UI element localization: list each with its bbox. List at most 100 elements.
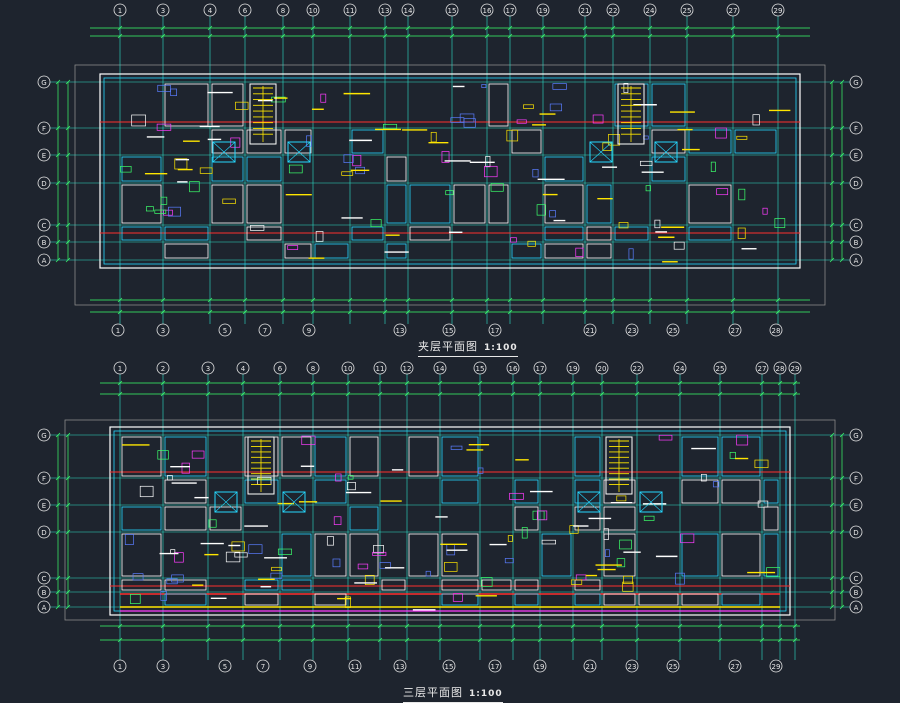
axis-label: 11 [351, 663, 360, 671]
elevator-cross [639, 491, 663, 513]
axis-label: 27 [758, 365, 767, 373]
axis-bubble [37, 498, 51, 512]
dimension-tick [599, 637, 605, 643]
room-partition [586, 243, 612, 259]
dimension-tick [55, 502, 61, 508]
room-partition [688, 184, 732, 224]
fixture [532, 169, 539, 178]
room-partition [638, 593, 679, 606]
room-partition [314, 593, 347, 606]
fixture [277, 548, 292, 555]
fixture [481, 84, 487, 88]
dimension-tick [507, 297, 513, 303]
elevator-cross [287, 141, 311, 163]
room-partition [349, 533, 379, 577]
axis-bubble [303, 659, 317, 673]
dimension-tick [55, 575, 61, 581]
fixture [752, 114, 760, 126]
axis-bubble [37, 148, 51, 162]
room-partition [441, 479, 479, 504]
fixture [154, 209, 167, 214]
room-partition [211, 83, 244, 127]
fixture [131, 114, 146, 127]
dimension-tick [540, 33, 546, 39]
dimension-tick [117, 637, 123, 643]
fixture [607, 134, 621, 146]
fixture [235, 101, 249, 110]
dimension-tick [55, 152, 61, 158]
dimension-tick [829, 432, 835, 438]
dimension-tick [405, 297, 411, 303]
axis-label: F [854, 125, 858, 133]
dimension-tick [839, 257, 845, 263]
dimension-tick [540, 25, 546, 31]
axis-label: E [854, 152, 858, 160]
room-partition [164, 579, 207, 591]
fixture [504, 558, 514, 564]
fixture [623, 575, 633, 584]
room-partition [574, 579, 601, 591]
dimension-tick [277, 623, 283, 629]
dimension-tick [477, 623, 483, 629]
dimension-tick [599, 623, 605, 629]
room-partition [281, 533, 312, 577]
axis-label: 13 [381, 7, 390, 15]
dimension-tick [777, 637, 783, 643]
fixture [484, 165, 498, 178]
dimension-tick [829, 125, 835, 131]
room-partition [514, 593, 539, 606]
dimension-tick [405, 25, 411, 31]
dimension-tick [684, 33, 690, 39]
fixture [425, 570, 431, 577]
room-partition [441, 579, 479, 591]
fixture [332, 558, 341, 568]
room-partition [351, 226, 384, 241]
axis-bubble [849, 600, 863, 614]
dimension-tick [510, 623, 516, 629]
dimension-tick [484, 309, 490, 315]
room-partition [314, 479, 347, 504]
fixture [654, 219, 661, 229]
axis-label: 10 [344, 365, 353, 373]
dimension-tick [345, 391, 351, 397]
axis-bubble [256, 659, 270, 673]
dimension-tick [240, 391, 246, 397]
dimension-tick [65, 239, 71, 245]
room-partition [281, 579, 312, 591]
dimension-tick [160, 297, 166, 303]
fixture [507, 535, 513, 542]
fixture [592, 114, 604, 124]
fixture [270, 572, 283, 579]
room-partition [544, 184, 584, 224]
room-partition [121, 436, 162, 477]
dimension-tick [65, 125, 71, 131]
axis-label: 3 [161, 327, 165, 335]
fixture [536, 204, 546, 216]
fixture [541, 539, 556, 545]
fixture [343, 154, 354, 163]
dimension-tick [570, 623, 576, 629]
axis-label: 19 [539, 7, 548, 15]
axis-bubble [218, 659, 232, 673]
room-partition [586, 226, 612, 241]
room-partition [681, 533, 719, 577]
room-partition [514, 579, 539, 591]
room-partition [763, 506, 779, 531]
axis-bubble [473, 361, 487, 375]
fixture [675, 572, 685, 585]
fixture [445, 190, 454, 196]
room-partition [351, 129, 384, 154]
dimension-tick [829, 575, 835, 581]
fixture [478, 467, 484, 474]
dimension-tick [205, 623, 211, 629]
axis-label: 3 [161, 7, 165, 15]
fixture [222, 198, 236, 204]
fixture [736, 135, 748, 140]
fixture [509, 492, 524, 500]
axis-bubble [533, 659, 547, 673]
exterior-wall-inner [103, 77, 797, 265]
axis-label: A [42, 257, 47, 265]
axis-bubble [238, 3, 252, 17]
dimension-tick [347, 297, 353, 303]
